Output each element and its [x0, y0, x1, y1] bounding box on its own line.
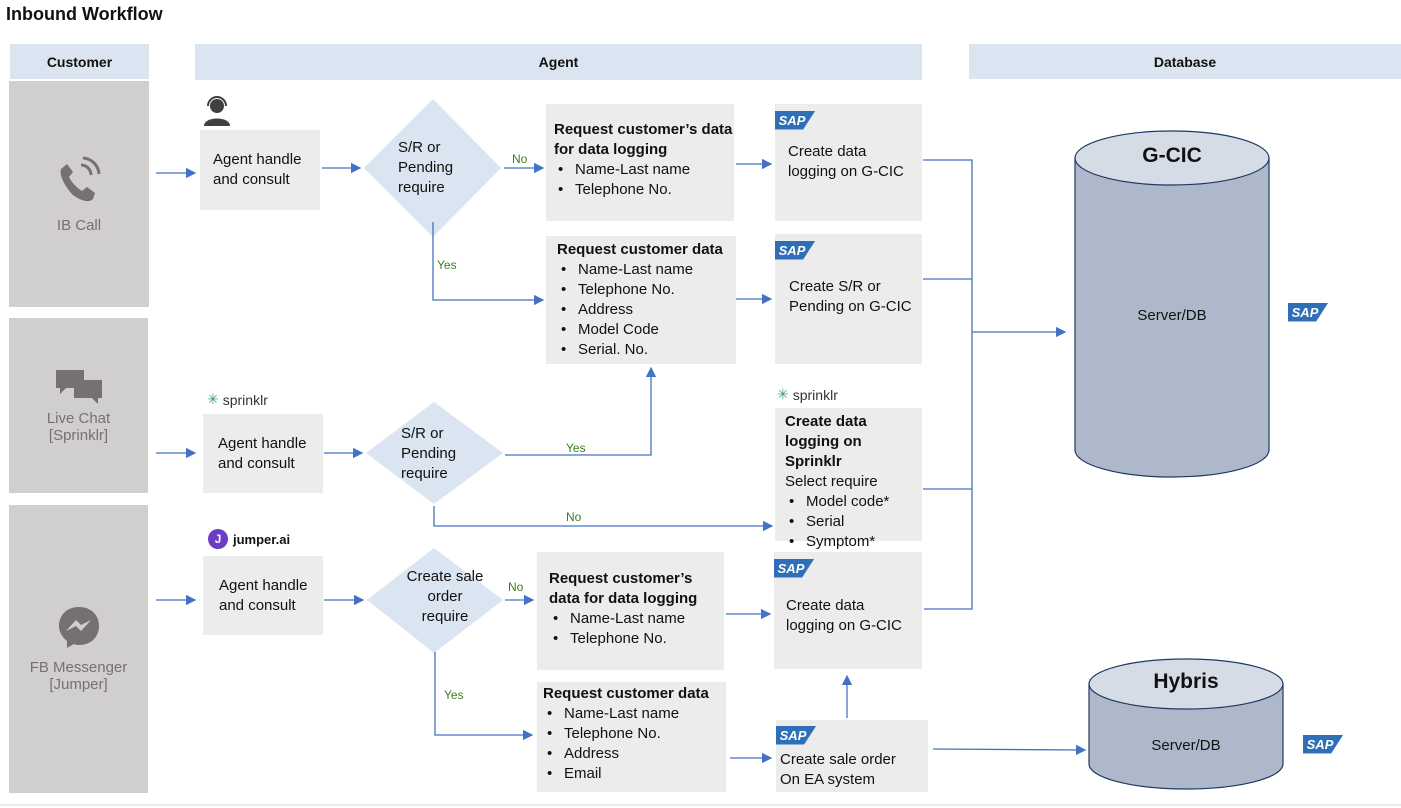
list-item: Address: [557, 300, 736, 320]
list-item: Name-Last name: [549, 609, 724, 629]
request-box-fb-yes: Request customer data Name-Last name Tel…: [537, 682, 726, 792]
lane-header-agent: Agent: [195, 44, 922, 80]
database-name-hybris: Hybris: [1153, 670, 1219, 693]
phone-icon: [60, 156, 101, 201]
edge-label-no: No: [566, 510, 582, 524]
list-item: Serial. No.: [557, 340, 736, 360]
sap-logo: SAP: [1302, 731, 1344, 757]
sap-logo: SAP: [774, 107, 816, 133]
request-title: Request customer data: [543, 685, 709, 702]
decision-diamond-fb: [367, 548, 503, 653]
decision-diamond-chat: [366, 402, 503, 504]
edge-label-yes: Yes: [437, 258, 457, 272]
list-item: Model code*: [785, 492, 922, 512]
gcic-cylinder: [1074, 130, 1270, 478]
page-title: Inbound Workflow: [6, 4, 163, 24]
request-list: Name-Last name Telephone No.: [549, 609, 724, 649]
channel-label: Live Chat [Sprinklr]: [46, 409, 111, 444]
decision-text-fb: Create sale order require: [406, 568, 484, 625]
list-item: Symptom*: [785, 532, 922, 552]
sprinklr-logo: ✳ sprinklr: [207, 391, 268, 408]
edge-label-no: No: [508, 580, 524, 594]
decision-text-chat: S/R or Pending require: [401, 425, 457, 482]
request-title: Request customer data: [557, 241, 723, 258]
list-item: Email: [543, 764, 726, 784]
jumper-icon: J: [208, 529, 228, 549]
lane-header-customer: Customer: [10, 44, 149, 79]
database-type-hybris: Server/DB: [1151, 737, 1221, 754]
agent-handle-box-chat: Agent handle and consult: [203, 414, 323, 493]
list-item: Telephone No.: [557, 280, 736, 300]
sap-logo: SAP: [775, 722, 817, 748]
request-box-call-no: Request customer’s data for data logging…: [546, 104, 734, 221]
list-item: Name-Last name: [554, 160, 734, 180]
action-title: Create data logging on Sprinklr: [785, 413, 867, 470]
edge-label-no: No: [512, 152, 528, 166]
list-item: Model Code: [557, 320, 736, 340]
channel-label: FB Messenger [Jumper]: [29, 659, 128, 693]
lane-header-database: Database: [969, 44, 1401, 79]
channel-live-chat: Live Chat [Sprinklr]: [9, 318, 148, 493]
list-item: Telephone No.: [554, 180, 734, 200]
list-item: Telephone No.: [549, 629, 724, 649]
decision-diamond-call: [364, 99, 501, 237]
database-type-gcic: Server/DB: [1137, 307, 1207, 324]
list-item: Name-Last name: [543, 704, 726, 724]
edge-label-yes: Yes: [444, 688, 464, 702]
list-item: Address: [543, 744, 726, 764]
sprinklr-logo: ✳ sprinklr: [777, 386, 838, 403]
action-box-data-logging-gcic-fb: Create data logging on G-CIC: [774, 552, 922, 669]
sprinklr-mark-icon: ✳: [207, 391, 219, 407]
channel-label: IB Call: [56, 216, 102, 234]
messenger-icon: [58, 607, 99, 648]
agent-handle-box-call: Agent handle and consult: [200, 130, 320, 210]
sap-logo: SAP: [1287, 299, 1329, 325]
list-item: Name-Last name: [557, 260, 736, 280]
edge-label-yes: Yes: [566, 441, 586, 455]
request-list: Name-Last name Telephone No. Address Ema…: [543, 704, 726, 784]
action-subtitle: Select require: [785, 473, 878, 490]
chat-bubbles-icon: [55, 369, 102, 404]
request-title: Request customer’s data for data logging: [549, 570, 698, 607]
sap-logo: SAP: [773, 555, 815, 581]
sap-logo: SAP: [774, 237, 816, 263]
channel-fb-messenger: FB Messenger [Jumper]: [9, 505, 148, 793]
request-list: Name-Last name Telephone No. Address Mod…: [557, 260, 736, 360]
request-title: Request customer’s data for data logging: [554, 121, 733, 158]
action-list: Model code* Serial Symptom*: [785, 492, 922, 552]
request-box-call-yes: Request customer data Name-Last name Tel…: [546, 236, 736, 364]
list-item: Serial: [785, 512, 922, 532]
jumper-logo: J jumper.ai: [208, 529, 290, 549]
list-item: Telephone No.: [543, 724, 726, 744]
agent-headset-icon: [204, 96, 230, 126]
database-name-gcic: G-CIC: [1142, 144, 1202, 167]
request-box-fb-no: Request customer’s data for data logging…: [537, 552, 724, 670]
request-list: Name-Last name Telephone No.: [554, 160, 734, 200]
channel-ib-call: IB Call: [9, 81, 149, 307]
hybris-cylinder: [1088, 658, 1284, 790]
action-box-sprinklr-logging: Create data logging on Sprinklr Select r…: [775, 408, 922, 552]
decision-text-call: S/R or Pending require: [398, 139, 454, 196]
agent-handle-box-fb: Agent handle and consult: [203, 556, 323, 635]
sprinklr-mark-icon: ✳: [777, 386, 789, 402]
